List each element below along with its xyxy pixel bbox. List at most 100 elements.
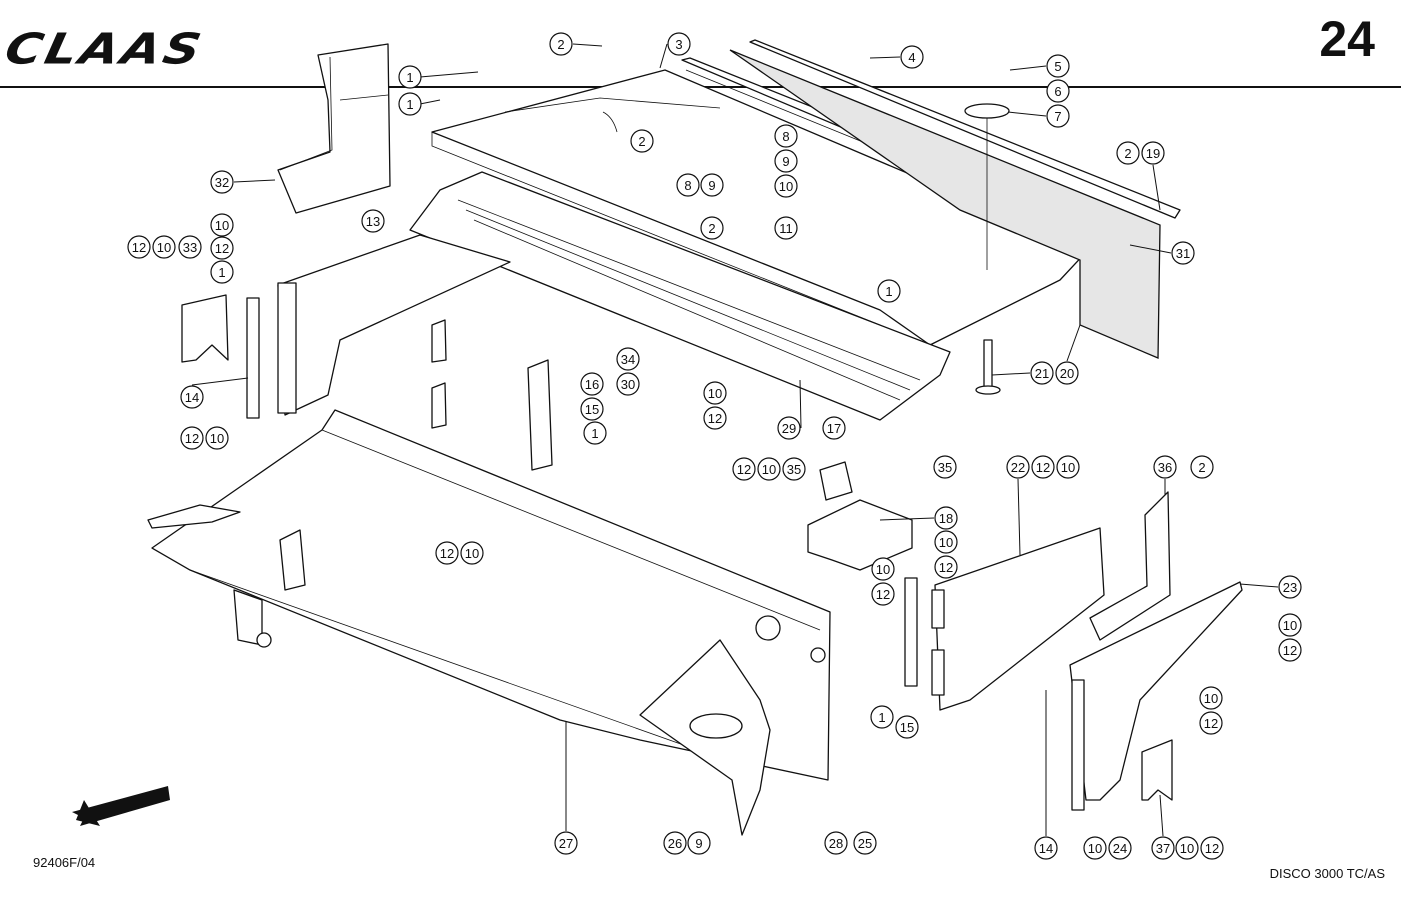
callout-label: 21	[1035, 366, 1049, 381]
callout-label: 11	[779, 221, 793, 236]
callout-label: 10	[708, 386, 722, 401]
part-21-7-fasteners	[964, 103, 1010, 395]
callout-25: 25	[853, 831, 877, 855]
callout-label: 18	[939, 511, 953, 526]
callout-12: 12	[1199, 711, 1223, 735]
callout-label: 26	[668, 836, 682, 851]
callout-label: 6	[1054, 84, 1061, 99]
callout-10: 10	[871, 557, 895, 581]
callout-label: 20	[1060, 366, 1074, 381]
callout-label: 12	[1283, 643, 1297, 658]
callout-5: 5	[1046, 54, 1070, 78]
callout-label: 16	[585, 377, 599, 392]
callout-label: 33	[183, 240, 197, 255]
callout-label: 10	[1204, 691, 1218, 706]
callout-label: 1	[885, 284, 892, 299]
callout-label: 37	[1156, 841, 1170, 856]
callout-24: 24	[1108, 836, 1132, 860]
part-32-deflector	[277, 43, 391, 214]
callout-12: 12	[127, 235, 151, 259]
callout-label: 10	[210, 431, 224, 446]
callout-3: 3	[667, 32, 691, 56]
callout-9: 9	[700, 173, 724, 197]
part-27-main-frame	[147, 409, 831, 836]
page-number: 24	[1319, 11, 1375, 67]
callout-10: 10	[460, 541, 484, 565]
callout-18: 18	[934, 506, 958, 530]
callout-label: 13	[366, 214, 380, 229]
document-reference: 92406F/04	[33, 855, 96, 870]
callout-label: 32	[215, 175, 229, 190]
callout-10: 10	[934, 530, 958, 554]
callout-label: 24	[1113, 841, 1127, 856]
callout-label: 35	[938, 460, 952, 475]
callout-label: 10	[939, 535, 953, 550]
callout-1: 1	[398, 65, 422, 89]
callout-label: 8	[782, 129, 789, 144]
callout-label: 10	[779, 179, 793, 194]
callout-label: 28	[829, 836, 843, 851]
callout-label: 9	[695, 836, 702, 851]
callout-2: 2	[549, 32, 573, 56]
callout-2: 2	[1190, 455, 1214, 479]
callout-31: 31	[1171, 241, 1195, 265]
callout-label: 15	[585, 402, 599, 417]
callout-label: 10	[157, 240, 171, 255]
callout-label: 12	[132, 240, 146, 255]
callout-10: 10	[1175, 836, 1199, 860]
callout-label: 23	[1283, 580, 1297, 595]
callout-label: 1	[218, 265, 225, 280]
callout-label: 2	[1124, 146, 1131, 161]
callout-1: 1	[210, 260, 234, 284]
model-name: DISCO 3000 TC/AS	[1269, 866, 1385, 881]
callout-9: 9	[774, 149, 798, 173]
callout-10: 10	[1056, 455, 1080, 479]
callout-label: 8	[684, 178, 691, 193]
callout-17: 17	[822, 416, 846, 440]
callout-label: 12	[1204, 716, 1218, 731]
callout-label: 12	[1205, 841, 1219, 856]
callout-label: 10	[465, 546, 479, 561]
callout-label: 10	[1283, 618, 1297, 633]
callout-label: 31	[1176, 246, 1190, 261]
callout-label: 1	[591, 426, 598, 441]
callout-7: 7	[1046, 104, 1070, 128]
part-15-16-strips	[431, 319, 553, 471]
callout-label: 2	[1198, 460, 1205, 475]
callout-label: 12	[215, 241, 229, 256]
callout-10: 10	[152, 235, 176, 259]
callout-1: 1	[870, 705, 894, 729]
callout-label: 3	[675, 37, 682, 52]
callout-10: 10	[205, 426, 229, 450]
callout-14: 14	[1034, 836, 1058, 860]
callout-label: 2	[708, 221, 715, 236]
callout-1: 1	[398, 92, 422, 116]
callout-29: 29	[777, 416, 801, 440]
callout-21: 21	[1030, 361, 1054, 385]
part-22-panel	[904, 527, 1105, 711]
callout-15: 15	[895, 715, 919, 739]
part-29-shield	[409, 171, 951, 421]
callout-28: 28	[824, 831, 848, 855]
callout-33: 33	[178, 235, 202, 259]
callout-label: 27	[559, 836, 573, 851]
part-17-18-bracket	[807, 461, 913, 571]
callout-36: 36	[1153, 455, 1177, 479]
callout-label: 2	[557, 37, 564, 52]
callout-32: 32	[210, 170, 234, 194]
callout-label: 36	[1158, 460, 1172, 475]
callout-10: 10	[703, 381, 727, 405]
callout-13: 13	[361, 209, 385, 233]
callout-label: 10	[1088, 841, 1102, 856]
callout-label: 10	[1061, 460, 1075, 475]
callout-label: 12	[708, 411, 722, 426]
callout-35: 35	[933, 455, 957, 479]
callout-16: 16	[580, 372, 604, 396]
callout-label: 1	[406, 70, 413, 85]
callout-label: 1	[878, 710, 885, 725]
callout-label: 5	[1054, 59, 1061, 74]
callout-label: 9	[782, 154, 789, 169]
part-33-14-plates	[181, 294, 260, 419]
direction-arrow-icon	[72, 786, 170, 826]
